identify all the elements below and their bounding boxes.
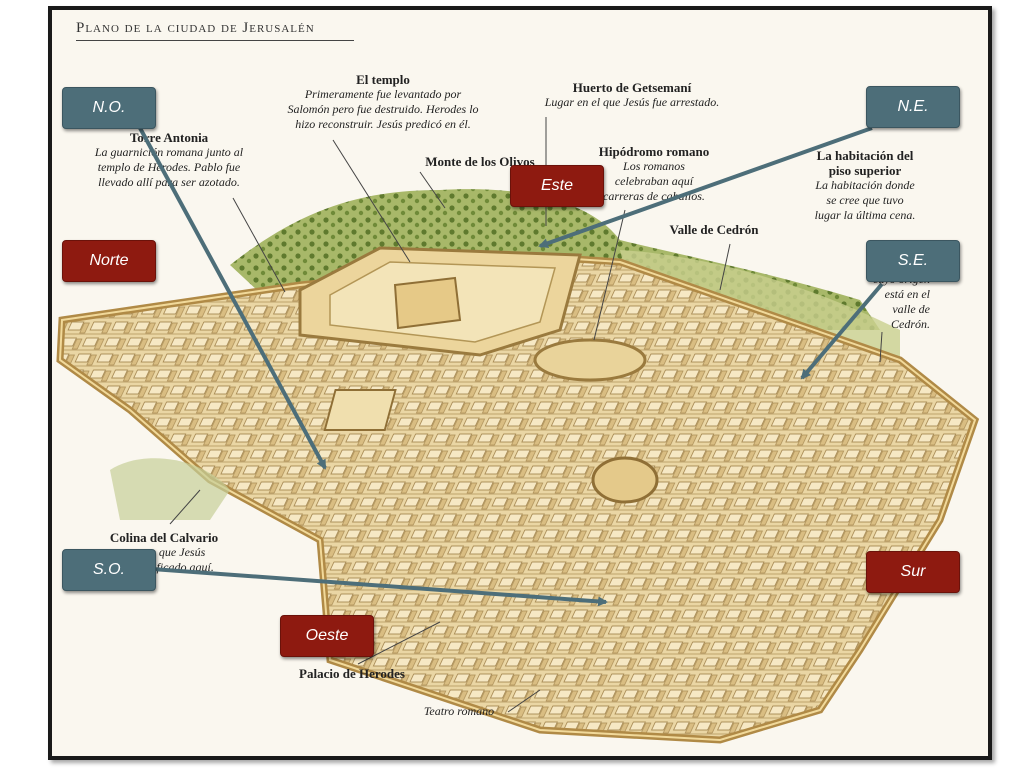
charca-desc-4: valle de [892, 302, 930, 316]
temple-desc-1: Primeramente fue levantado por [304, 87, 462, 101]
label-habitacion: La habitación del piso superior La habit… [800, 148, 930, 223]
habitacion-name-1: La habitación del [816, 148, 914, 163]
label-valle-cedron: Valle de Cedrón [654, 222, 774, 237]
badge-norte: Norte [62, 240, 156, 282]
title-underline [76, 40, 354, 41]
leader-cedron [719, 243, 731, 291]
badge-no: N.O. [62, 87, 156, 129]
hipodromo-desc-2: celebraban aquí [614, 174, 694, 188]
badge-so: S.O. [62, 549, 156, 591]
label-monte-olivos: Monte de los Olivos [400, 154, 560, 169]
label-teatro-romano: Teatro romano [404, 704, 514, 719]
arrow-se [800, 282, 884, 380]
arrow-ne [538, 126, 873, 249]
antonia-desc-1: La guarnición romana junto al [94, 145, 244, 159]
hipodromo-name: Hipódromo romano [598, 144, 710, 159]
charca-desc-5: Cedrón. [891, 317, 930, 331]
leader-antonia [232, 197, 286, 293]
leader-teatro [507, 689, 541, 713]
teatro-name: Teatro romano [423, 704, 495, 718]
badge-oeste: Oeste [280, 615, 374, 657]
leader-temple [332, 139, 411, 263]
getsemani-name: Huerto de Getsemaní [572, 80, 692, 95]
habitacion-name-2: piso superior [828, 163, 902, 178]
arrow-so [151, 567, 608, 607]
herodes-name: Palacio de Herodes [299, 666, 405, 681]
habitacion-desc-3: lugar la última cena. [814, 208, 916, 222]
badge-sur: Sur [866, 551, 960, 593]
charca-desc-3: está en el [884, 287, 930, 301]
label-hipodromo: Hipódromo romano Los romanos celebraban … [584, 144, 724, 204]
cedron-name: Valle de Cedrón [669, 222, 759, 237]
leader-calvario [169, 489, 201, 525]
olivos-name: Monte de los Olivos [425, 154, 535, 169]
badge-este: Este [510, 165, 604, 207]
hipodromo-desc-3: carreras de caballos. [603, 189, 705, 203]
arrow-no [138, 127, 327, 470]
temple-desc-2: Salomón pero fue destruido. Herodes lo [287, 102, 479, 116]
leader-olivos [419, 171, 446, 209]
temple-name: El templo [356, 72, 410, 87]
label-palacio-herodes: Palacio de Herodes [282, 666, 422, 681]
badge-ne: N.E. [866, 86, 960, 128]
hipodromo-desc-1: Los romanos [623, 159, 685, 173]
habitacion-desc-1: La habitación donde [815, 178, 915, 192]
map-title: Plano de la ciudad de Jerusalén [76, 20, 315, 36]
calvario-name: Colina del Calvario [109, 530, 219, 545]
temple-desc-3: hizo reconstruir. Jesús predicó en él. [295, 117, 471, 131]
badge-se: S.E. [866, 240, 960, 282]
habitacion-desc-2: se cree que tuvo [826, 193, 904, 207]
getsemani-desc: Lugar en el que Jesús fue arrestado. [544, 95, 720, 109]
leader-charca [879, 331, 883, 363]
label-temple: El templo Primeramente fue levantado por… [258, 72, 508, 132]
leader-hipodromo [593, 209, 626, 341]
leader-herodes [357, 621, 441, 665]
antonia-desc-2: templo de Herodes. Pablo fue [97, 160, 241, 174]
label-getsemani: Huerto de Getsemaní Lugar en el que Jesú… [522, 80, 742, 110]
